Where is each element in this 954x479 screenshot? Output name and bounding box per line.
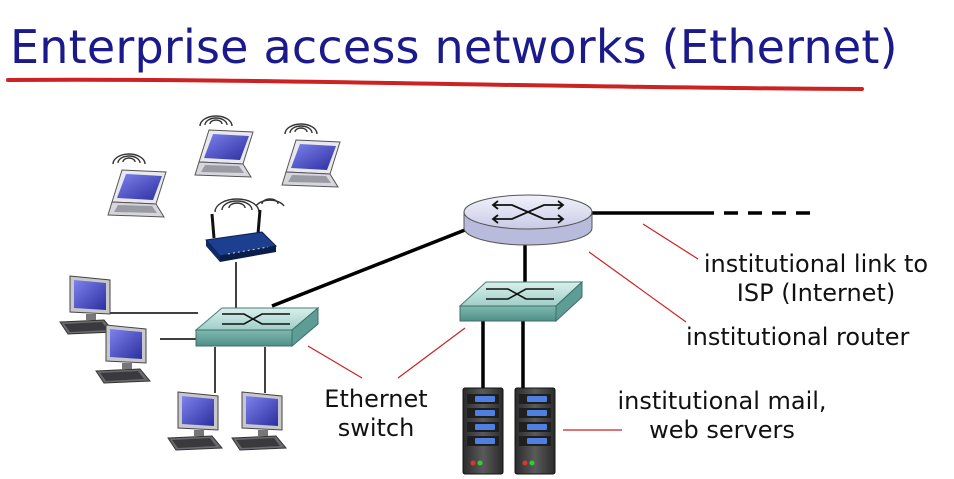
- server: [514, 387, 556, 475]
- desktop-computer: [95, 324, 152, 384]
- servers-label-line2: web servers: [649, 416, 795, 444]
- isp-link-label: institutional link to ISP (Internet): [700, 250, 932, 308]
- laptop: [281, 139, 341, 188]
- link-switch-router: [271, 226, 471, 308]
- callouts: [307, 223, 699, 431]
- servers-label: institutional mail, web servers: [604, 387, 840, 445]
- wireless-access-point: [205, 209, 278, 262]
- page-title: Enterprise access networks (Ethernet): [10, 20, 898, 74]
- institutional-router: [463, 194, 593, 246]
- router-label: institutional router: [686, 323, 910, 351]
- callout-router: [588, 251, 687, 323]
- callout-switch-right: [397, 327, 466, 379]
- desktop-computer: [167, 391, 224, 451]
- switch-label-line2: switch: [337, 414, 415, 442]
- server-switch: [458, 280, 584, 323]
- callout-switch-left: [307, 345, 363, 379]
- callout-isp-link: [642, 223, 699, 260]
- ethernet-switch-label: Ethernet switch: [314, 385, 438, 443]
- links: [100, 211, 810, 393]
- switch-label-line1: Ethernet: [324, 385, 428, 413]
- ethernet-switch: [194, 306, 320, 348]
- server: [462, 387, 504, 475]
- laptop: [107, 169, 167, 218]
- servers-label-line1: institutional mail,: [617, 387, 827, 415]
- isp-link-label-line1: institutional link to: [703, 250, 929, 278]
- desktop-computer: [231, 391, 288, 451]
- title-underline: [6, 77, 864, 91]
- laptop: [194, 129, 254, 178]
- wifi-signal-icon: [112, 115, 318, 213]
- isp-link-label-line2: ISP (Internet): [736, 279, 896, 307]
